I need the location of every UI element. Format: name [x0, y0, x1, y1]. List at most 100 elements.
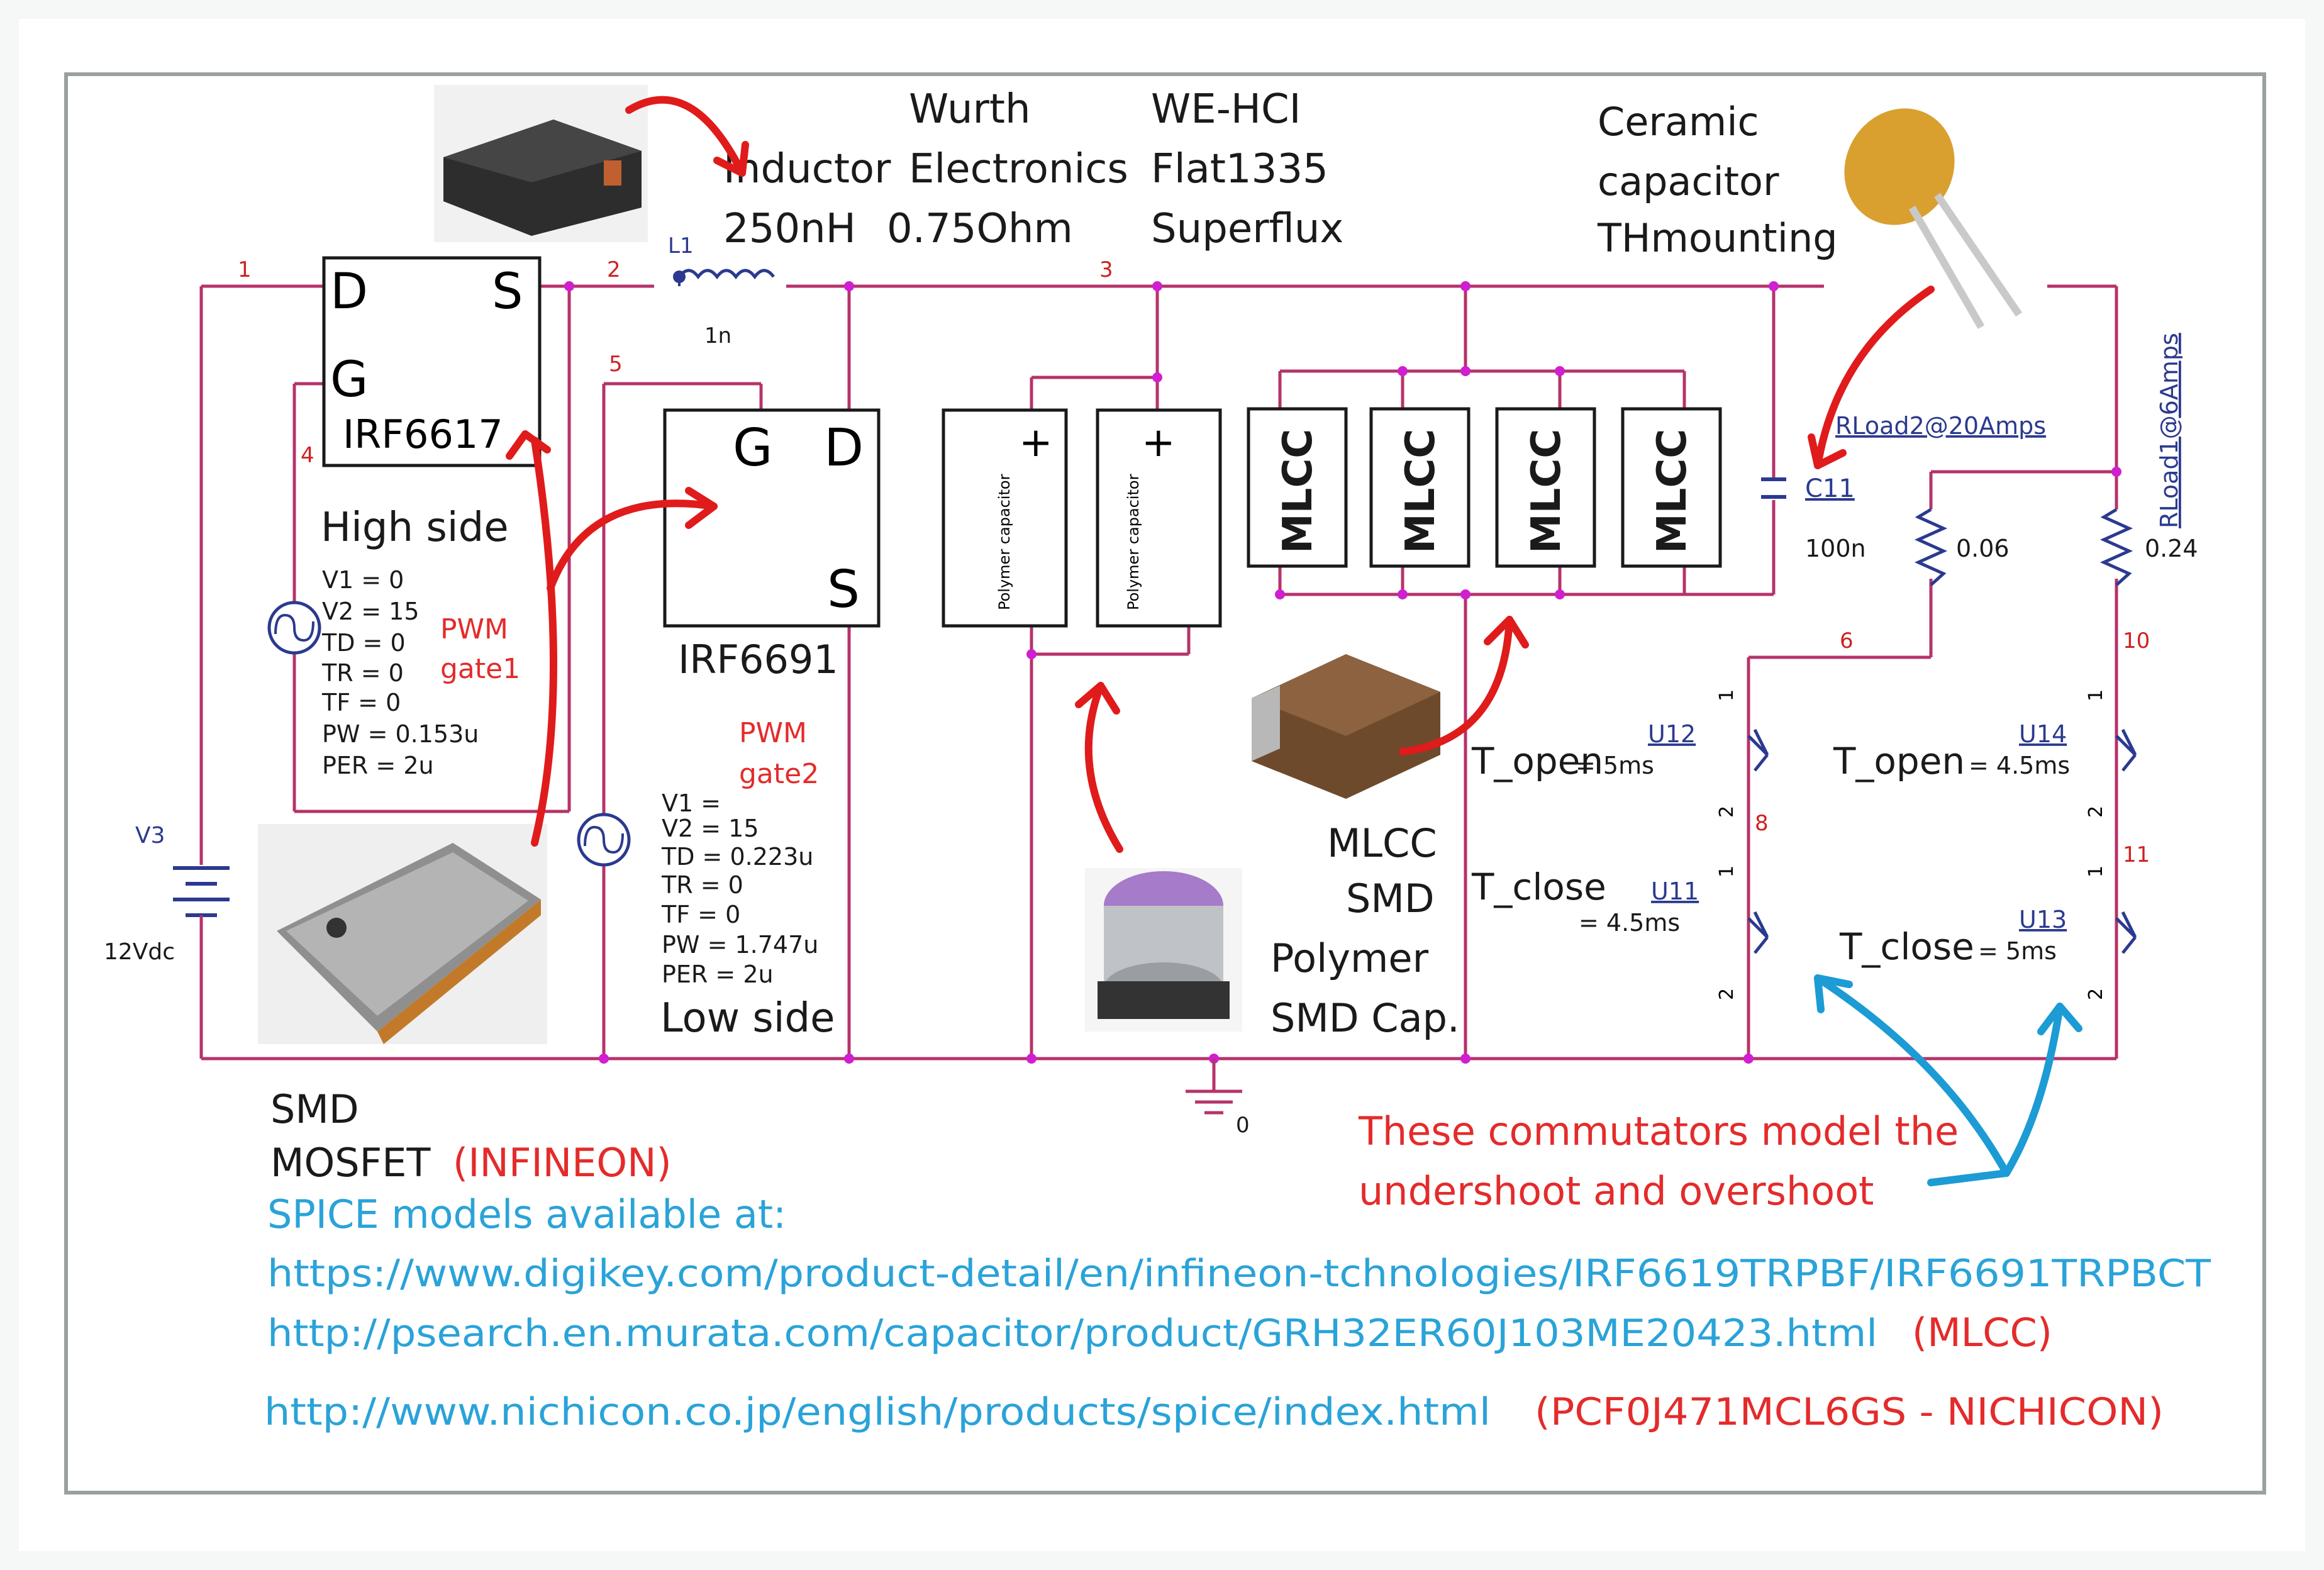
low-side-s: S — [827, 560, 860, 620]
ceramic-note-1: Ceramic — [1598, 99, 1759, 145]
load-resistor-2: RLoad2@20Amps 0.06 — [1835, 412, 2046, 586]
mosfet-photo — [258, 824, 547, 1044]
node-dots — [564, 270, 2121, 1064]
net-label-0: 0 — [1236, 1113, 1250, 1138]
commutators-note-1: These commutators model the — [1358, 1108, 1959, 1154]
pwm1-param: PER = 2u — [322, 752, 434, 779]
high-side-g: G — [330, 352, 368, 408]
commutators-note-2: undershoot and overshoot — [1359, 1168, 1874, 1214]
pwm2-param: TD = 0.223u — [661, 843, 813, 871]
u11-pin2: 2 — [1716, 988, 1738, 1000]
ceramic-capacitor-photo — [1844, 108, 2022, 330]
u13-pin2: 2 — [2085, 988, 2107, 1000]
net-label-1: 1 — [238, 257, 252, 282]
u12-ref: U12 — [1648, 720, 1696, 748]
pwm2-label-2: gate2 — [739, 758, 819, 790]
u13-pin1: 1 — [2085, 866, 2107, 877]
u11-ref: U11 — [1651, 877, 1699, 905]
net-label-3: 3 — [1099, 257, 1113, 282]
infineon-note: (INFINEON) — [453, 1140, 672, 1186]
u11-pin1: 1 — [1716, 866, 1738, 877]
mlcc-smd-label-2: SMD — [1346, 876, 1435, 921]
high-side-d: D — [330, 264, 368, 320]
mlcc-bank: MLCC MLCC MLCC MLCC — [1247, 407, 1722, 568]
u14-pin2: 2 — [2085, 806, 2107, 818]
pwm2-param: V2 = 15 — [662, 815, 759, 842]
ceramic-note-2: capacitor — [1598, 159, 1779, 204]
pwm1-label-1: PWM — [440, 613, 508, 645]
net-label-6: 6 — [1840, 628, 1854, 654]
u14-label: T_open — [1833, 740, 1965, 782]
mlcc-label: MLCC — [1523, 429, 1570, 554]
pwm-source-1: PWM gate1 — [267, 601, 520, 685]
u12-pin2: 2 — [1716, 806, 1738, 818]
net-label-2: 2 — [607, 257, 621, 282]
inductor-ref: L1 — [668, 233, 694, 259]
polymer-smd-photo — [1085, 868, 1242, 1032]
diagram-border — [64, 72, 2266, 1495]
u14-pin1: 1 — [2085, 689, 2107, 701]
polymer-cap-label: Polymer capacitor — [996, 474, 1013, 610]
blue-arrows — [1814, 974, 2082, 1186]
polymer-cap-label: Polymer capacitor — [1125, 474, 1142, 610]
polymer-capacitor-1: + Polymer capacitor — [942, 408, 1068, 628]
u11-label: T_close — [1471, 866, 1606, 908]
polymer-capacitor-2: + Polymer capacitor — [1096, 408, 1222, 628]
battery-ref: V3 — [135, 823, 165, 849]
inductor-note-1: Inductor — [723, 146, 891, 192]
c11-value: 100n — [1805, 535, 1866, 562]
low-side-d: D — [824, 418, 864, 478]
inductor-brand-3: 0.75Ohm — [887, 206, 1073, 252]
url-digikey: https://www.digikey.com/product-detail/e… — [267, 1252, 2211, 1296]
mlcc-smd-label-1: MLCC — [1327, 820, 1437, 866]
mlcc-label: MLCC — [1275, 429, 1321, 554]
polymer-cap-plus: + — [1142, 420, 1176, 466]
inductor-value: 1n — [704, 323, 731, 348]
inductor-series-1: WE-HCI — [1151, 86, 1301, 133]
polymer-smd-label-1: Polymer — [1270, 935, 1429, 981]
u12-pin1: 1 — [1716, 689, 1738, 701]
r2-value: 0.06 — [1956, 535, 2010, 562]
pwm1-param: TD = 0 — [321, 629, 406, 657]
url-nichicon: http://www.nichicon.co.jp/english/produc… — [264, 1390, 1491, 1434]
low-side-mosfet: G D S — [663, 408, 881, 628]
load-resistor-1: RLoad1@6Amps 0.24 — [2099, 333, 2198, 586]
r1-ref: RLoad1@6Amps — [2155, 333, 2183, 528]
high-side-label: High side — [321, 504, 509, 551]
url-nichicon-tag: (PCF0J471MCL6GS - NICHICON) — [1535, 1390, 2164, 1434]
r2-ref: RLoad2@20Amps — [1835, 412, 2046, 440]
wires — [199, 284, 2118, 1061]
pwm2-param: PW = 1.747u — [662, 931, 818, 959]
pwm2-param: TF = 0 — [661, 901, 740, 928]
low-side-g: G — [733, 418, 773, 478]
pwm1-param: PW = 0.153u — [322, 720, 479, 748]
pwm2-param: TR = 0 — [661, 871, 743, 899]
u13-label: T_close — [1839, 925, 1974, 968]
red-arrows — [506, 96, 1935, 853]
u13-value: = 5ms — [1978, 937, 2057, 965]
net-label-4: 4 — [301, 443, 314, 468]
switch-u12: 1 2 U12 T_open = 5ms — [1471, 689, 1769, 818]
spice-intro: SPICE models available at: — [267, 1191, 786, 1237]
net-label-8: 8 — [1755, 811, 1769, 836]
u12-value: = 5ms — [1576, 752, 1654, 779]
inductor-note-2: 250nH — [723, 206, 856, 252]
battery-v3: V3 12Vdc — [104, 818, 233, 965]
low-side-part: IRF6691 — [678, 637, 838, 682]
ceramic-capacitor-c11: C11 100n — [1761, 474, 1866, 562]
inductor-brand-2: Electronics — [909, 146, 1128, 192]
net-label-10: 10 — [2123, 628, 2150, 654]
pwm1-params: V1 = 0 V2 = 15 TD = 0 TR = 0 TF = 0 PW =… — [321, 566, 479, 779]
inductor-series-3: Superflux — [1151, 206, 1343, 252]
low-side-label: Low side — [660, 995, 835, 1042]
inductor-photo — [434, 85, 648, 242]
ceramic-note-3: THmounting — [1597, 215, 1838, 261]
pwm2-label-1: PWM — [739, 717, 807, 749]
net-label-11: 11 — [2123, 842, 2150, 867]
inductor-l1: L1 1n — [668, 233, 775, 348]
pwm1-param: TF = 0 — [321, 689, 401, 716]
high-side-mosfet: D S G IRF6617 — [322, 256, 542, 467]
pwm-source-2: PWM gate2 — [577, 717, 819, 867]
u14-ref: U14 — [2019, 720, 2067, 748]
